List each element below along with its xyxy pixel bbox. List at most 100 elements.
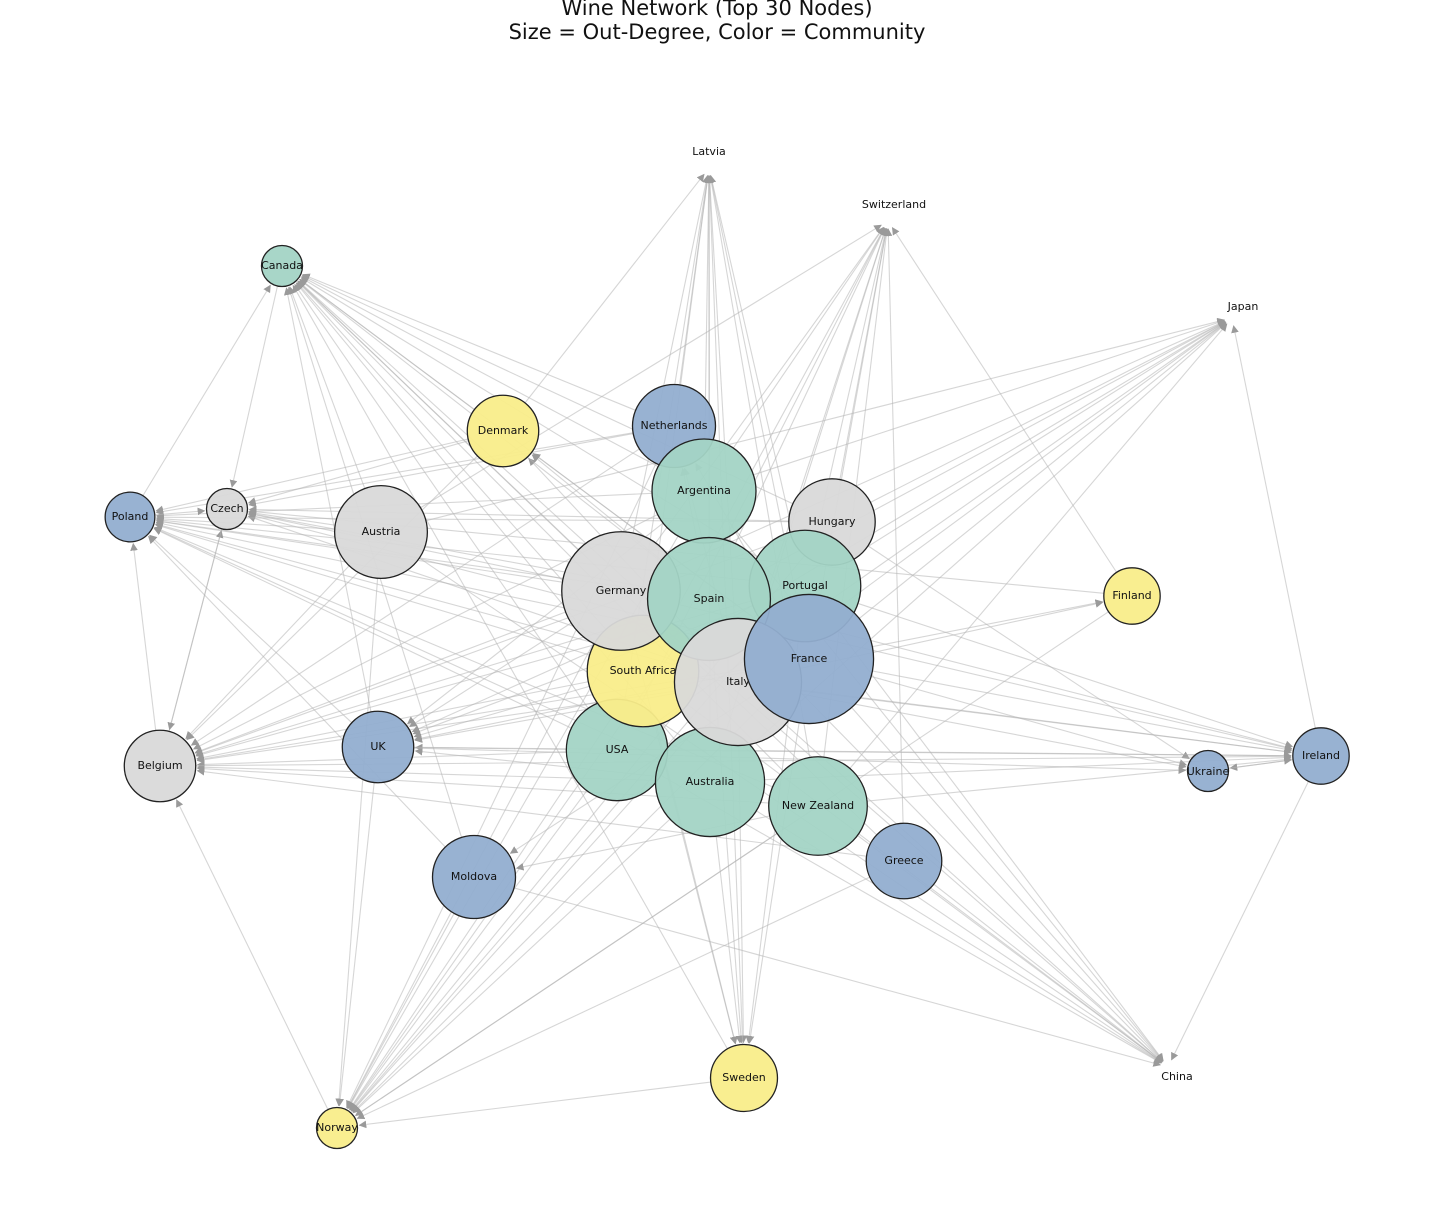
node-circle-france[interactable] [743,593,875,725]
node-czech[interactable]: Czech [205,487,249,531]
edge-poland-to-czech [154,507,206,516]
node-label-belgium: Belgium [137,759,182,772]
edge-greece-to-belgium [196,767,867,857]
node-label-italy: Italy [726,675,750,688]
edge-austria-to-czech [248,509,336,526]
node-circle-austria[interactable] [333,484,429,580]
node-label-poland: Poland [112,510,149,523]
edge-ireland-to-japan [1231,325,1316,729]
node-circle-norway[interactable] [315,1106,359,1150]
edge-italy-to-japan [788,322,1227,645]
edge-netherlands-to-canada [302,273,636,411]
edge-austria-to-poland [156,515,335,530]
chart-subtitle: Size = Out-Degree, Color = Community [508,20,926,44]
edge-austria-to-canada [288,286,366,489]
edge-moldova-to-china [513,887,1162,1067]
edge-france-to-latvia [708,175,797,596]
node-label-denmark: Denmark [478,424,529,437]
node-label-austria: Austria [362,525,401,538]
edge-moldova-to-norway [347,913,455,1109]
edge-sweden-to-norway [358,1081,711,1129]
edge-netherlands-to-belgium [190,448,640,746]
node-label-france: France [791,652,828,665]
node-finland[interactable]: Finland [1103,567,1161,625]
edge-france-to-china [851,707,1164,1062]
edge-austria-to-norway [335,578,379,1107]
node-circle-belgium[interactable] [123,729,197,803]
edge-italy-to-belgium [196,690,676,764]
node-circle-new-zealand[interactable] [768,756,868,856]
node-circle-greece[interactable] [865,822,943,900]
node-moldova[interactable]: Moldova [431,834,517,920]
edge-finland-to-norway [355,611,1109,1116]
node-label-greece: Greece [884,854,923,867]
edge-greece-to-norway [356,876,871,1119]
node-belgium[interactable]: Belgium [123,729,197,803]
node-uk[interactable]: UK [341,710,415,784]
node-label-china: China [1161,1070,1192,1083]
edge-uk-to-ireland [413,746,1292,760]
node-france[interactable]: France [743,593,875,725]
node-circle-canada[interactable] [260,244,304,288]
node-austria[interactable]: Austria [333,484,429,580]
node-label-new-zealand: New Zealand [782,799,854,812]
edge-austria-to-japan [425,317,1225,522]
edge-argentina-to-switzerland [732,226,884,449]
node-label-ukraine: Ukraine [1187,765,1230,778]
node-label-czech: Czech [210,502,243,515]
node-circle-czech[interactable] [205,487,249,531]
node-label-usa: USA [606,743,629,756]
edge-denmark-to-belgium [186,455,478,741]
node-label-portugal: Portugal [782,579,828,592]
edge-new-zealand-to-japan [849,323,1228,769]
node-new-zealand[interactable]: New Zealand [768,756,868,856]
node-circle-ukraine[interactable] [1186,749,1230,793]
node-china[interactable]: China [1161,1070,1192,1083]
node-label-moldova: Moldova [451,870,497,883]
edge-spain-to-belgium [195,616,651,757]
edge-hungary-to-switzerland [839,228,890,480]
node-japan[interactable]: Japan [1227,300,1259,313]
node-denmark[interactable]: Denmark [466,394,540,468]
node-circle-denmark[interactable] [466,394,540,468]
chart-title: Wine Network (Top 30 Nodes) [561,0,873,20]
node-switzerland[interactable]: Switzerland [862,198,926,211]
edge-germany-to-japan [674,320,1226,568]
edge-portugal-to-ireland [857,602,1294,749]
edge-austria-to-belgium [185,565,350,740]
node-norway[interactable]: Norway [315,1106,359,1150]
node-ukraine[interactable]: Ukraine [1186,749,1230,793]
node-circle-sweden[interactable] [709,1043,779,1113]
edge-portugal-to-japan [851,321,1226,557]
edge-greece-to-switzerland [884,228,904,824]
node-label-south-africa: South Africa [610,664,677,677]
edge-spain-to-switzerland [734,227,886,544]
node-canada[interactable]: Canada [260,244,304,288]
node-circle-uk[interactable] [341,710,415,784]
edge-italy-to-ukraine [800,693,1187,770]
node-greece[interactable]: Greece [865,822,943,900]
edge-france-to-ukraine [871,675,1188,767]
edge-france-to-finland [872,599,1104,648]
node-latvia[interactable]: Latvia [692,145,726,158]
node-sweden[interactable]: Sweden [709,1043,779,1113]
edge-usa-to-norway [349,790,588,1111]
node-circle-finland[interactable] [1103,567,1161,625]
node-label-sweden: Sweden [722,1071,765,1084]
node-argentina[interactable]: Argentina [651,438,757,544]
node-circle-poland[interactable] [104,491,156,543]
node-label-japan: Japan [1227,300,1259,313]
node-label-argentina: Argentina [677,484,731,497]
node-circle-moldova[interactable] [431,834,517,920]
node-ireland[interactable]: Ireland [1292,727,1350,785]
title-block: Wine Network (Top 30 Nodes) Size = Out-D… [0,0,1434,44]
node-circle-ireland[interactable] [1292,727,1350,785]
node-poland[interactable]: Poland [104,491,156,543]
edge-usa-to-poland [153,528,572,729]
edge-usa-to-canada [294,283,589,709]
node-label-canada: Canada [261,259,303,272]
node-label-germany: Germany [596,584,647,597]
edge-south-africa-to-uk [413,685,590,739]
